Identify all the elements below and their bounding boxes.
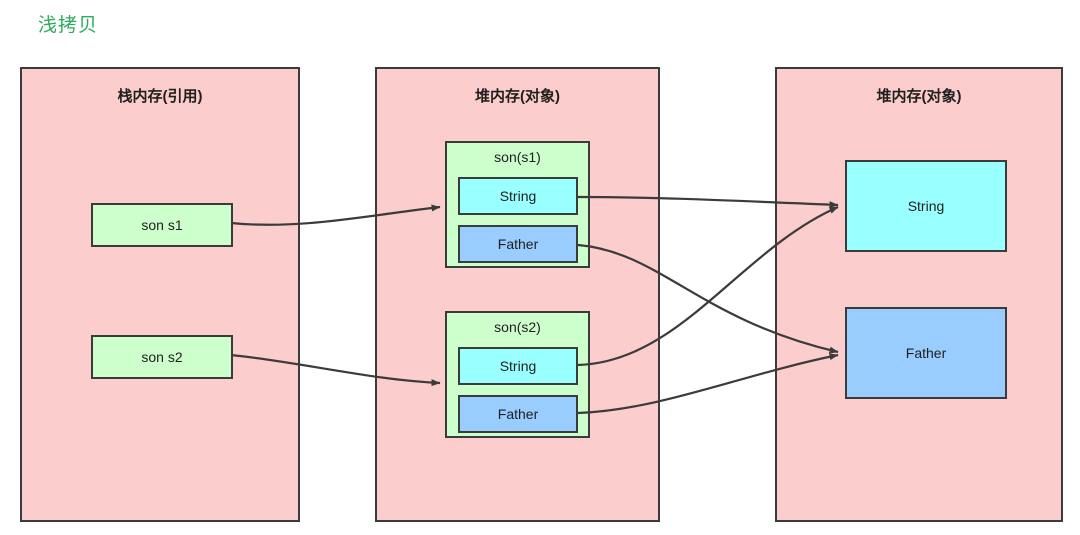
object-son-s2-title: son(s2) <box>494 319 541 335</box>
stack-ref-son-s2[interactable]: son s2 <box>91 335 233 379</box>
stack-ref-son-s2-label: son s2 <box>141 349 183 365</box>
shared-object-string[interactable]: String <box>845 160 1007 252</box>
region-heap-shared: 堆内存(对象) String Father <box>775 67 1063 522</box>
shared-object-father[interactable]: Father <box>845 307 1007 399</box>
region-heap-shared-label: 堆内存(对象) <box>876 88 962 105</box>
object-son-s2-field-string[interactable]: String <box>458 347 578 385</box>
object-son-s1-field-father-label: Father <box>497 236 539 252</box>
object-son-s1[interactable]: son(s1) String Father <box>445 141 590 268</box>
shared-object-father-label: Father <box>905 345 947 361</box>
stack-ref-son-s1-label: son s1 <box>141 217 183 233</box>
stack-ref-son-s1[interactable]: son s1 <box>91 203 233 247</box>
region-heap-objects: 堆内存(对象) son(s1) String Father son(s2) St… <box>375 67 660 522</box>
object-son-s2-field-father[interactable]: Father <box>458 395 578 433</box>
object-son-s2-field-father-label: Father <box>497 406 539 422</box>
region-stack-memory-label: 栈内存(引用) <box>117 88 203 105</box>
diagram-title: 浅拷贝 <box>38 15 99 36</box>
object-son-s1-field-string[interactable]: String <box>458 177 578 215</box>
object-son-s2[interactable]: son(s2) String Father <box>445 311 590 438</box>
region-stack-memory: 栈内存(引用) son s1 son s2 <box>20 67 300 522</box>
region-heap-objects-label: 堆内存(对象) <box>475 88 560 105</box>
shared-object-string-label: String <box>907 198 945 214</box>
object-son-s1-title: son(s1) <box>494 149 541 165</box>
object-son-s2-field-string-label: String <box>499 358 537 374</box>
object-son-s1-field-string-label: String <box>499 188 537 204</box>
object-son-s1-field-father[interactable]: Father <box>458 225 578 263</box>
